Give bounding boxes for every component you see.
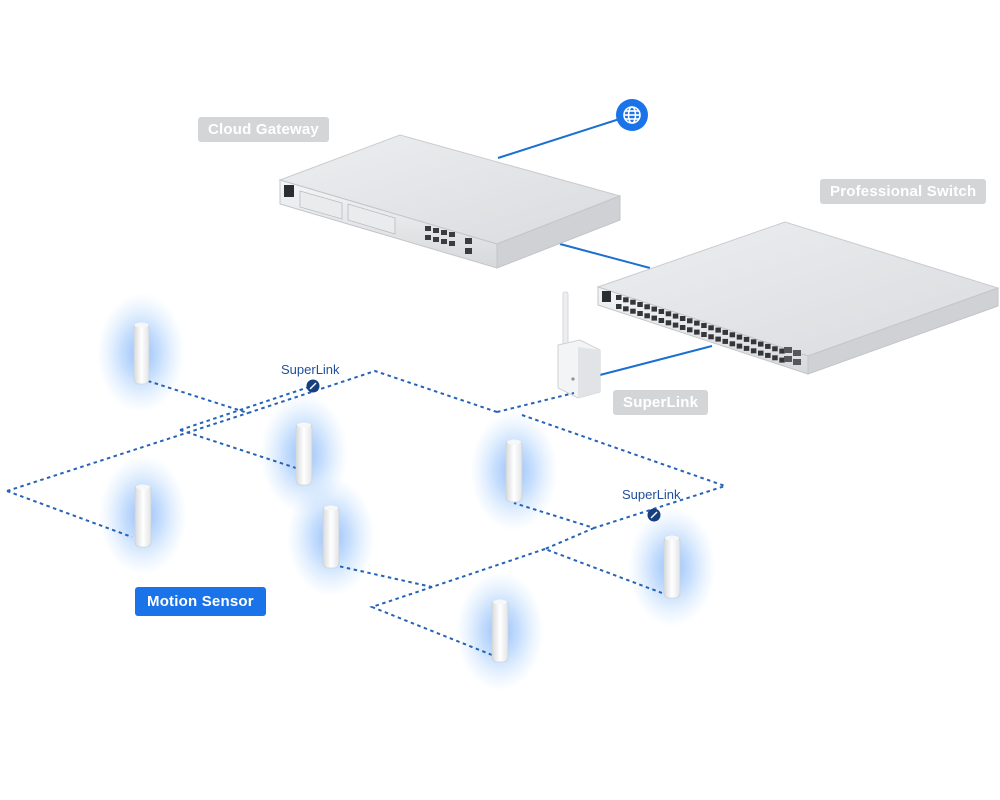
motion-sensor-device [663,535,681,599]
switch-port [736,334,743,340]
switch-port [665,311,672,317]
switch-port [758,350,764,356]
motion-sensor-device [491,599,509,663]
switch-port [743,345,750,351]
switch-port [765,352,771,358]
uplink-lines [497,114,713,377]
switch-port [630,299,636,305]
link-icon [306,379,320,393]
gateway-ports [425,226,472,254]
switch-port [708,325,714,331]
mesh-link [369,586,493,656]
motion-sensor-device [133,322,150,385]
mesh-link [6,490,133,538]
motion-sensors [133,322,681,663]
switch-port [651,315,657,321]
switch-port [630,308,636,314]
switch-port [722,338,728,344]
switch-port [779,357,785,363]
motion-sensor-device [134,484,152,548]
professional-switch-label: Professional Switch [820,179,987,204]
cloud-gateway-label: Cloud Gateway [198,117,329,142]
switch-port [708,334,714,340]
mesh-link [179,385,313,431]
internet-badge [616,99,648,131]
switch-port [743,336,750,342]
switch-port [623,306,629,312]
motion-sensor-device [322,505,340,569]
switch-port [772,346,778,352]
switch-port [722,329,728,335]
switch-port [715,327,721,333]
switch-port [701,332,707,337]
switch-port [729,332,736,338]
switch-port [616,295,622,300]
motion-sensor-device [505,439,523,503]
switch-port [772,355,778,361]
switch-port [658,318,665,323]
switch-port [679,325,686,330]
mesh-link [6,412,249,492]
superlink-link-label: SuperLink [622,487,681,502]
switch-port [679,316,686,321]
link-icon [647,508,661,522]
switch-port [672,313,679,319]
switch-port [687,318,693,324]
internet-uplink-line [497,114,633,159]
switch-port [729,341,736,347]
mesh-link [147,369,498,415]
switch-port [701,323,707,328]
switch-port [750,348,757,354]
switch-port [644,313,650,319]
mesh-links [6,369,729,656]
switch-port [637,311,643,316]
switch-port [644,304,650,310]
cloud-gateway-device [278,134,622,269]
superlink-hub-device [557,291,601,399]
motion-sensor-device [295,422,313,486]
switch-superlink-line [595,345,713,377]
switch-port [758,341,764,347]
switch-port [687,327,693,333]
switch-port [736,343,743,349]
mesh-link [513,414,729,530]
switch-port [616,304,622,309]
mesh-link [496,392,575,413]
switch-port [637,302,643,307]
switch-port [665,320,672,326]
switch-ports [616,295,785,363]
switch-port [765,343,771,349]
switch-port [672,322,679,328]
switch-port [715,336,721,342]
switch-port [623,297,629,303]
superlink-link-label: SuperLink [281,362,340,377]
switch-port [779,348,785,354]
switch-port [658,309,665,314]
superlink-device-label: SuperLink [613,390,709,415]
switch-port [651,306,657,312]
switch-port [750,339,757,345]
globe-icon [623,106,641,124]
professional-switch-device [596,221,1000,375]
sensor-glows [97,293,716,691]
switch-port [694,320,700,326]
switch-port [694,329,700,335]
motion-sensor-label: Motion Sensor [135,587,266,616]
gateway-switch-line [559,243,651,269]
